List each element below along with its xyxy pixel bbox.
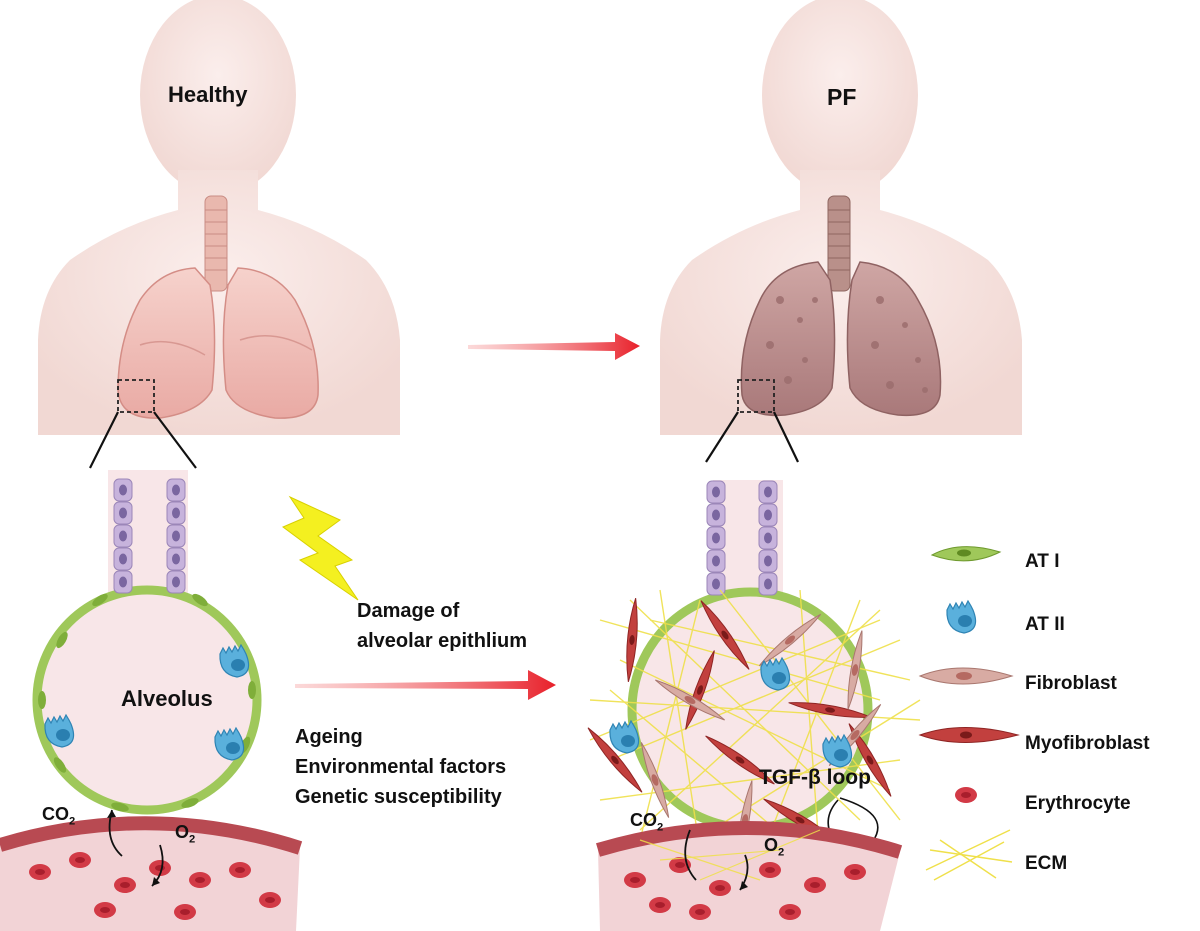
legend-icons: [918, 546, 1020, 881]
legend-label-erythrocyte: Erythrocyte: [1025, 793, 1131, 814]
healthy-alveolus: [32, 470, 262, 815]
legend-label-myofibroblast: Myofibroblast: [1025, 733, 1150, 754]
progression-arrow-bottom: [295, 670, 556, 700]
damage-line-2: alveolar epithlium: [357, 630, 528, 652]
fibrotic-lungs: [737, 195, 942, 417]
factor-genetic: Genetic susceptibility: [295, 786, 502, 808]
legend-item-ecm: ECM: [920, 845, 1200, 885]
legend-label-ecm: ECM: [1025, 853, 1068, 874]
damage-line-1: Damage of: [357, 600, 460, 622]
o2-label-pf: O2: [764, 835, 785, 859]
zoom-lines: [89, 411, 799, 469]
myofibroblast-icon: [918, 727, 1020, 743]
factor-ageing: Ageing: [295, 726, 363, 748]
fibrotic-alveolus: [584, 480, 921, 861]
progression-arrow-top: [468, 333, 640, 360]
pf-title: PF: [827, 84, 857, 110]
legend-item-at2: AT II: [920, 606, 1200, 646]
o2-label-healthy: O2: [175, 822, 196, 846]
at1-cell-icon: [930, 546, 1002, 562]
legend-item-myofibroblast: Myofibroblast: [920, 725, 1200, 765]
co2-label-pf: CO2: [630, 810, 664, 834]
damage-label: Damage of alveolar epithlium: [357, 596, 527, 656]
legend-label-fibroblast: Fibroblast: [1025, 673, 1117, 694]
fibrotic-capillary: [596, 821, 903, 931]
legend-item-fibroblast: Fibroblast: [920, 665, 1200, 705]
ecm-fiber-icon: [925, 829, 1013, 881]
healthy-capillary: [0, 809, 303, 931]
alveolus-label: Alveolus: [121, 686, 213, 711]
legend-label-at1: AT I: [1025, 551, 1060, 572]
tgf-loop-label: TGF-β loop: [759, 766, 871, 789]
healthy-title: Healthy: [168, 82, 248, 107]
legend-item-erythrocyte: Erythrocyte: [920, 785, 1200, 825]
legend-label-at2: AT II: [1025, 614, 1065, 635]
lightning-bolt: [282, 495, 359, 601]
risk-factors-list: Ageing Environmental factors Genetic sus…: [295, 722, 506, 812]
legend-item-at1: AT I: [920, 543, 1200, 583]
factor-environmental: Environmental factors: [295, 756, 507, 778]
co2-label-healthy: CO2: [42, 804, 76, 828]
fibroblast-icon: [918, 667, 1014, 685]
healthy-lungs: [117, 195, 319, 419]
